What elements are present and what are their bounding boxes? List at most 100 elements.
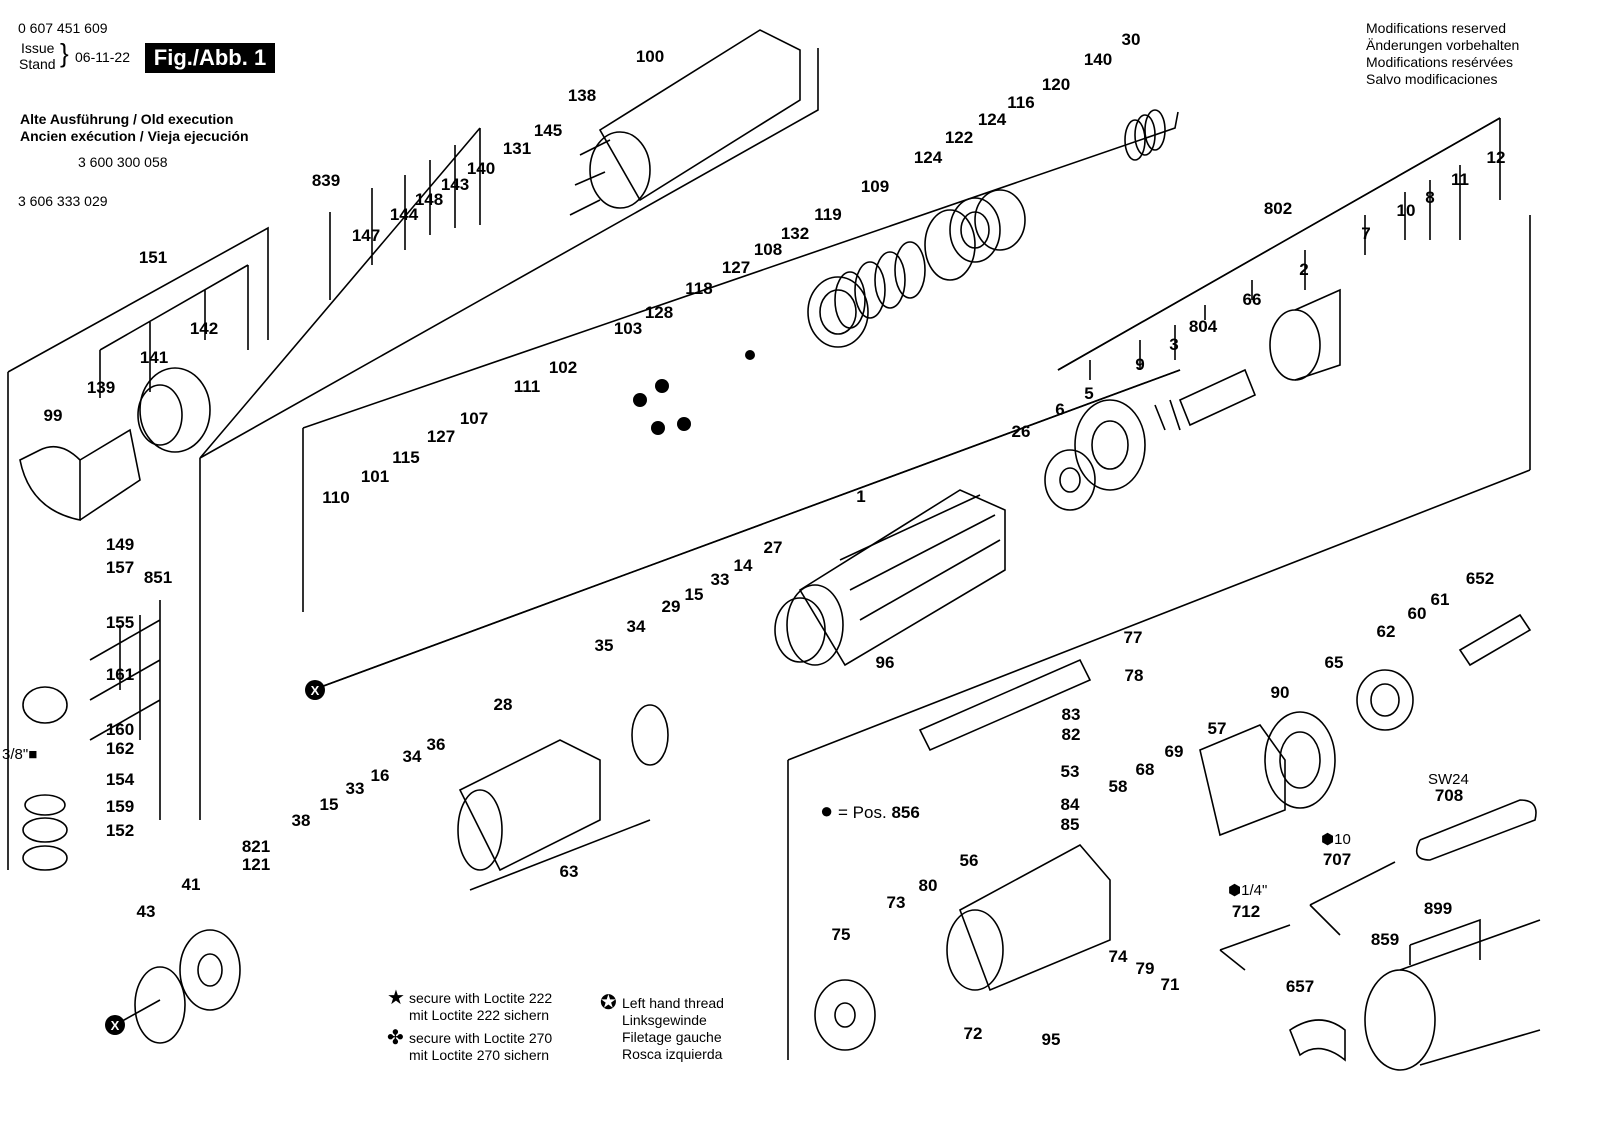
part-label-33: 33 [346,779,365,798]
part-label-57: 57 [1208,719,1227,738]
part-label-79: 79 [1136,959,1155,978]
part-label-100: 100 [636,47,664,66]
part-label-82: 82 [1062,725,1081,744]
ring-119 [807,276,869,348]
balls-128 [633,350,755,435]
part-label-14: 14 [734,556,753,575]
part-label-99: 99 [44,406,63,425]
part-label-712: 712 [1232,902,1260,921]
part-label-12: 12 [1487,148,1506,167]
part-label-115: 115 [392,448,419,467]
modifications-en: Modifications reserved [1366,20,1507,36]
part-label-120: 120 [1042,75,1070,94]
part-label-131: 131 [503,139,531,158]
stand-label: Stand [19,56,56,72]
part-label-7: 7 [1361,224,1370,243]
needle-bearing-122 [949,197,1001,263]
x-marker-middle: X [305,680,325,700]
part-label-109: 109 [861,177,889,196]
part-label-707: 707 [1323,850,1351,869]
part-label-15: 15 [685,585,704,604]
leader-899 [1409,918,1481,965]
bevel-gear-lower [22,686,68,871]
spring-109 [834,241,926,329]
part-label-139: 139 [87,378,115,397]
part-label-63: 63 [560,862,579,881]
legend-left-hand-thread: ✪ Left hand thread Linksgewinde Filetage… [600,992,724,1062]
nipple-652 [1458,613,1532,667]
part-label-73: 73 [887,893,906,912]
hex-key-712 [1219,924,1291,971]
part-label-145: 145 [534,121,562,140]
modifications-es: Salvo modificaciones [1366,71,1498,87]
spanner-708 [1415,799,1537,861]
part-number: 0 607 451 609 [18,20,108,36]
part-label-657: 657 [1286,977,1314,996]
part-label-35: 35 [595,636,614,655]
part-label-138: 138 [568,86,596,105]
part-label-107: 107 [460,409,488,428]
part-label-140: 140 [467,159,495,178]
part-label-8: 8 [1425,188,1434,207]
part-label-80: 80 [919,876,938,895]
old-execution-title: Alte Ausführung / Old execution [20,111,234,127]
part-label-859: 859 [1371,930,1399,949]
part-label-802: 802 [1264,199,1292,218]
part-label-36: 36 [427,735,446,754]
nut-62 [1356,669,1414,731]
part-label-65: 65 [1325,653,1344,672]
left-thread-icon: ✪ [600,992,617,1014]
old-part-b: 3 606 333 029 [18,193,108,209]
part-label-85: 85 [1061,815,1080,834]
cap-657 [1289,1019,1346,1062]
x-marker-lower: X [105,1015,125,1035]
part-label-899: 899 [1424,899,1452,918]
svg-text:X: X [111,1018,120,1033]
part-label-29: 29 [662,597,681,616]
part-label-30: 30 [1122,30,1141,49]
part-label-96: 96 [876,653,895,672]
part-label-53: 53 [1061,762,1080,781]
knob-75 [814,979,876,1051]
handle-899 [1364,919,1541,1071]
old-part-a: 3 600 300 058 [78,154,168,170]
part-label-43: 43 [137,902,156,921]
ball-bearing-41 [179,929,241,1011]
legend-loctite-270: ✤ secure with Loctite 270 mit Loctite 27… [387,1027,553,1063]
part-label-78: 78 [1125,666,1144,685]
part-label-27: 27 [764,538,783,557]
part-label-75: 75 [832,925,851,944]
figure-label: Fig./Abb. 1 [145,43,275,73]
part-label-103: 103 [614,319,642,338]
leader-839 [199,127,481,459]
part-label-108: 108 [754,240,782,259]
part-label-58: 58 [1109,777,1128,796]
part-label-127: 127 [427,427,455,446]
part-label-74: 74 [1109,947,1128,966]
part-label-28: 28 [494,695,513,714]
angle-head-99 [19,428,141,521]
part-label-157: 157 [106,558,134,577]
washer-27 [774,597,826,663]
hex-quarter-label: ⬢1/4" [1228,882,1268,899]
pos-dot-icon: ● [820,798,834,823]
part-label-132: 132 [781,224,809,243]
ring-90 [1264,711,1336,809]
star-icon: ★ [387,987,405,1009]
part-label-34: 34 [627,617,646,636]
part-label-142: 142 [190,319,218,338]
part-label-127: 127 [722,258,750,277]
part-label-90: 90 [1271,683,1290,702]
part-label-155: 155 [106,613,134,632]
part-label-69: 69 [1165,742,1184,761]
pos-note: ● = Pos. 856 [820,798,920,823]
part-label-140: 140 [1084,50,1112,69]
retaining-ring-43 [134,966,186,1044]
brace-glyph: } [60,38,69,68]
part-label-60: 60 [1408,604,1427,623]
legend-loctite-222: ★ secure with Loctite 222 mit Loctite 22… [387,987,553,1023]
svg-text:X: X [311,683,320,698]
outer-sleeve-1 [786,489,1006,667]
part-label-804: 804 [1189,317,1218,336]
